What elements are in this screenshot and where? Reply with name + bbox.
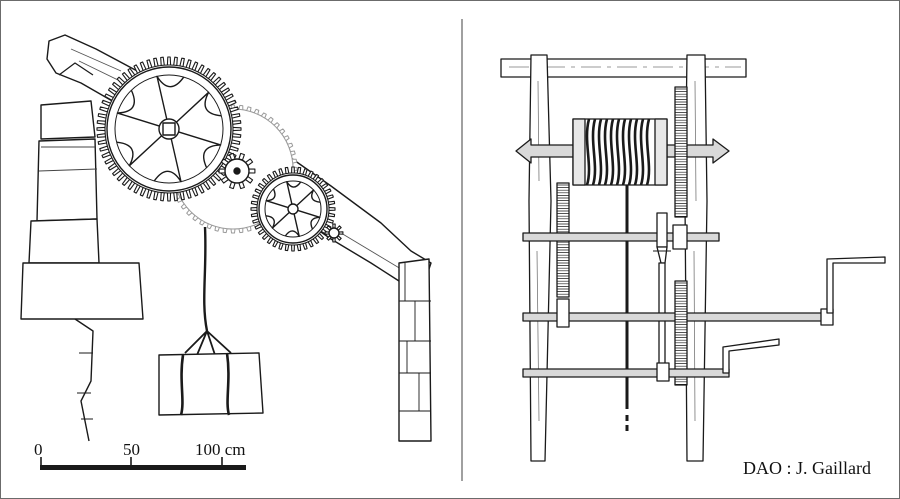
tiny-pinion bbox=[324, 223, 344, 243]
beam-end-rope bbox=[58, 62, 94, 76]
upper-crank-handle bbox=[826, 256, 886, 314]
scale-bar bbox=[40, 457, 246, 470]
side-view bbox=[20, 34, 432, 470]
large-gear-edge bbox=[674, 86, 688, 218]
right-post bbox=[684, 54, 708, 462]
lower-crank-handle bbox=[722, 338, 780, 374]
front-view bbox=[500, 54, 886, 462]
medium-toothed-wheel bbox=[250, 166, 336, 252]
scale-label-50: 50 bbox=[123, 440, 140, 459]
bottom-shaft bbox=[522, 368, 730, 378]
hanging-load bbox=[158, 226, 264, 416]
rope-drum bbox=[572, 118, 668, 186]
scale-label-0: 0 bbox=[34, 440, 43, 459]
scale-label-100: 100 cm bbox=[195, 440, 246, 459]
large-toothed-wheel bbox=[96, 56, 242, 202]
middle-shaft bbox=[522, 232, 720, 242]
top-crossbeam bbox=[500, 58, 747, 78]
drawing-credit: DAO : J. Gaillard bbox=[743, 458, 871, 478]
right-masonry-pillar bbox=[398, 258, 432, 442]
small-pinion bbox=[218, 152, 256, 190]
left-post bbox=[528, 54, 552, 462]
left-masonry-pillar bbox=[20, 100, 144, 442]
